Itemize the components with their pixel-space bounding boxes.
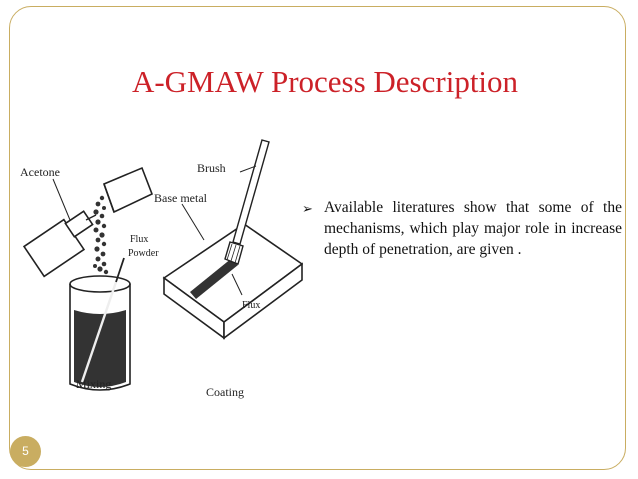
brush-leader-line <box>239 165 257 173</box>
slide-frame <box>9 6 626 470</box>
flux-powder-stream <box>93 195 109 275</box>
flux-leader-line <box>231 273 243 296</box>
flux-powder-container <box>102 166 154 214</box>
flux-powder-label-line1: Flux <box>130 234 148 245</box>
slide-title: A-GMAW Process Description <box>131 64 519 99</box>
brush-label: Brush <box>197 161 226 175</box>
bullet-item: ➢ Available literatures show that some o… <box>302 197 622 260</box>
base-metal-label: Base metal <box>154 191 208 205</box>
coating-label: Coating <box>206 385 244 399</box>
acetone-bottle <box>22 210 97 278</box>
page-number-badge: 5 <box>10 436 41 467</box>
flux-powder-label-line2: Powder <box>128 248 159 259</box>
arrowhead-bullet-icon: ➢ <box>302 201 313 216</box>
mixing-beaker <box>69 257 131 391</box>
flux-label: Flux <box>242 300 260 311</box>
process-diagram: Acetone Flux Powder Mixing <box>20 139 303 399</box>
acetone-leader-line <box>52 178 71 221</box>
bullet-text: Available literatures show that some of … <box>324 199 622 258</box>
base-metal-plate <box>162 223 303 340</box>
acetone-label: Acetone <box>20 165 60 179</box>
mixing-label: Mixing <box>76 377 111 391</box>
brush <box>224 139 270 265</box>
base-metal-leader-line <box>181 203 205 241</box>
